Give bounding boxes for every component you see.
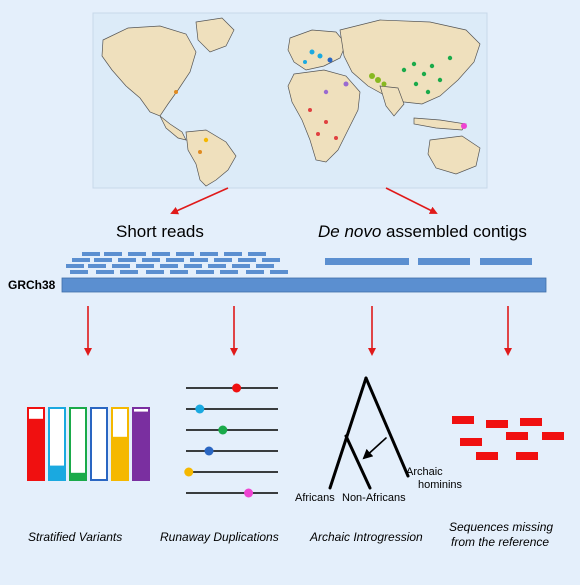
- short-read: [190, 258, 208, 262]
- india: [379, 85, 405, 117]
- duplication-lines: [184, 383, 278, 498]
- greenland: [195, 17, 235, 53]
- north-america: [101, 25, 197, 117]
- duplication-dot: [204, 446, 214, 456]
- short-read: [152, 252, 170, 256]
- tree-label-archaic-line2: hominins: [418, 479, 463, 491]
- indonesia: [413, 117, 467, 131]
- africa: [287, 69, 361, 163]
- stratified-bar-fill: [112, 436, 128, 480]
- short-read: [104, 252, 122, 256]
- de-novo-text: De novo: [318, 222, 382, 241]
- arrow-to-short-reads: [170, 187, 229, 215]
- short-reads-pileup: [66, 252, 288, 274]
- short-read: [246, 270, 264, 274]
- tree-label-archaic-line1: Archaic: [406, 466, 443, 478]
- caption-missing-line2: from the reference: [451, 535, 550, 549]
- short-read: [66, 264, 84, 268]
- stratified-bar-outline: [90, 407, 108, 481]
- short-read: [208, 264, 226, 268]
- caption-missing-line1: Sequences missing: [449, 520, 554, 534]
- short-read: [160, 264, 178, 268]
- reference-label: GRCh38: [8, 278, 56, 292]
- assembled-contigs-text: assembled contigs: [381, 222, 527, 241]
- stratified-bar-fill: [70, 472, 86, 480]
- stratified-bar-fill: [133, 411, 149, 480]
- tree-label-non-africans: Non-Africans: [342, 492, 406, 504]
- duplication-dot: [218, 425, 228, 435]
- duplication-dot: [195, 404, 205, 414]
- duplication-dot: [184, 467, 194, 477]
- short-read: [88, 264, 106, 268]
- reference-bar: [61, 277, 547, 293]
- contig: [480, 258, 532, 265]
- short-read: [262, 258, 280, 262]
- caption-runaway-duplications: Runaway Duplications: [160, 530, 279, 544]
- short-read: [270, 270, 288, 274]
- central-america: [159, 115, 187, 141]
- stratified-bar-fill: [28, 418, 44, 480]
- short-read: [184, 264, 202, 268]
- introgression-arrow: [362, 437, 387, 460]
- short-read: [142, 258, 160, 262]
- short-read: [224, 252, 242, 256]
- contig: [418, 258, 470, 265]
- world-map: [92, 12, 488, 189]
- short-read: [238, 258, 256, 262]
- duplication-dot: [244, 488, 254, 498]
- contigs-label: De novo assembled contigs: [318, 222, 527, 242]
- short-read: [118, 258, 136, 262]
- short-read: [200, 252, 218, 256]
- down-arrows: [84, 306, 512, 356]
- missing-sequences: [452, 416, 564, 460]
- tree-label-africans: Africans: [295, 492, 335, 504]
- short-read: [170, 270, 188, 274]
- stratified-bar-fill: [49, 465, 65, 480]
- short-read: [220, 270, 238, 274]
- short-read: [176, 252, 194, 256]
- short-read: [120, 270, 138, 274]
- short-read: [232, 264, 250, 268]
- stratified-bar-outline: [69, 407, 87, 481]
- contigs: [325, 258, 532, 265]
- stratified-variant-bars: [27, 407, 150, 481]
- phylogenetic-tree: [328, 376, 410, 490]
- short-read: [112, 264, 130, 268]
- short-read: [94, 258, 112, 262]
- asia: [339, 19, 481, 105]
- short-read: [96, 270, 114, 274]
- short-read: [82, 252, 100, 256]
- sample-dots: [174, 49, 467, 154]
- caption-archaic-introgression: Archaic Introgression: [310, 530, 423, 544]
- short-read: [214, 258, 232, 262]
- contig: [325, 258, 409, 265]
- duplication-dot: [232, 383, 242, 393]
- short-read: [136, 264, 154, 268]
- caption-stratified-variants: Stratified Variants: [28, 530, 123, 544]
- short-read: [72, 258, 90, 262]
- short-read: [196, 270, 214, 274]
- south-america: [185, 129, 237, 187]
- short-read: [70, 270, 88, 274]
- short-reads-label: Short reads: [116, 222, 204, 241]
- australia: [427, 135, 481, 175]
- short-read: [166, 258, 184, 262]
- short-read: [256, 264, 274, 268]
- short-read: [248, 252, 266, 256]
- short-read: [146, 270, 164, 274]
- arrow-to-contigs: [385, 187, 438, 214]
- short-read: [128, 252, 146, 256]
